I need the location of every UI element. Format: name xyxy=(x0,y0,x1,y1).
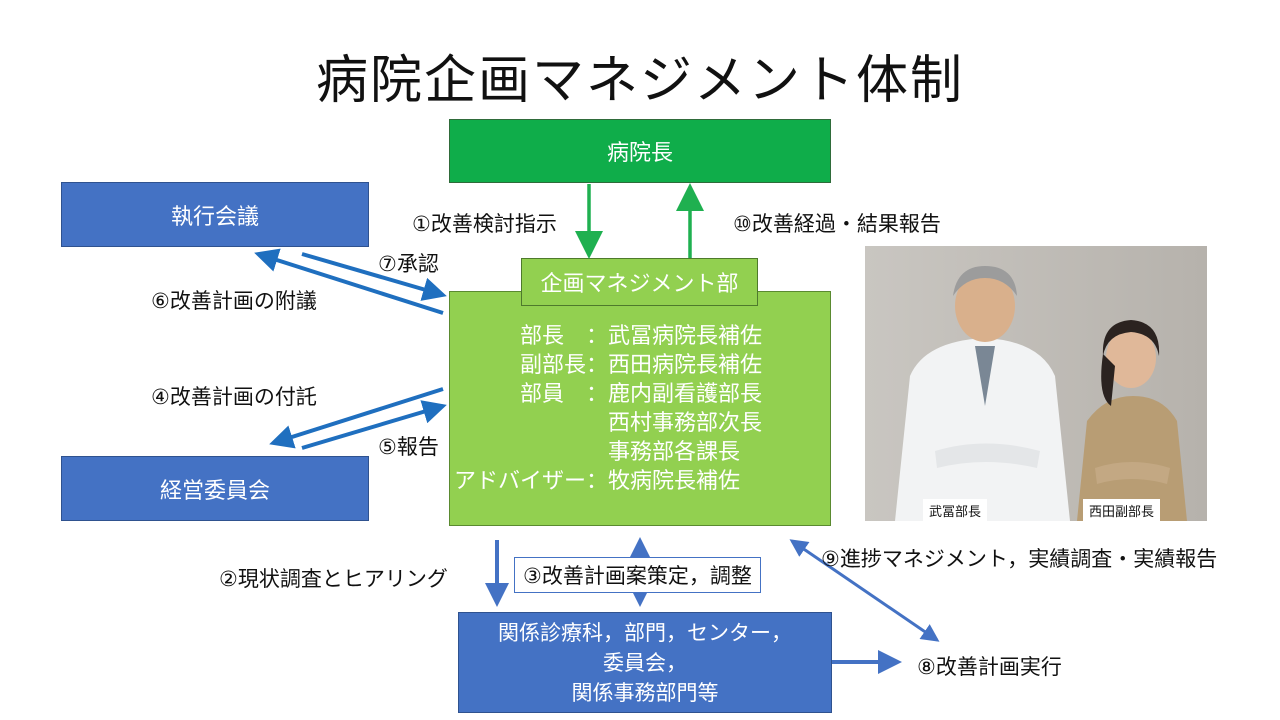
member-row: 部長 ：武冨病院長補佐 xyxy=(450,322,830,351)
member-role: 部長 ： xyxy=(519,324,608,349)
arrow-entrust xyxy=(269,387,444,449)
director-label: 病院長 xyxy=(606,141,673,166)
staff-photo: 武冨部長 西田副部長 xyxy=(865,246,1207,521)
departments-line: 関係事務部門等 xyxy=(571,680,719,705)
step-4-label: ④改善計画の付託 xyxy=(151,385,317,409)
member-row: 西村事務部次長 xyxy=(450,409,830,438)
step-2-label: ②現状調査とヒアリング xyxy=(219,567,448,591)
member-list: 部長 ：武冨病院長補佐 副部長：西田病院長補佐 部員 ：鹿内副看護部長 西村事務… xyxy=(450,322,830,496)
arrow-report xyxy=(301,400,447,450)
director-box: 病院長 xyxy=(449,119,831,183)
member-role: 副部長： xyxy=(519,353,608,378)
member-row: アドバイザー：牧病院長補佐 xyxy=(412,467,830,496)
member-name: 西村事務部次長 xyxy=(608,411,763,436)
caption-left: 武冨部長 xyxy=(923,499,988,521)
caption-right: 西田副部長 xyxy=(1083,499,1161,521)
member-name: 鹿内副看護部長 xyxy=(608,382,763,407)
management-committee-box: 経営委員会 xyxy=(61,456,369,521)
member-name: 西田病院長補佐 xyxy=(608,353,763,378)
member-row: 事務部各課長 xyxy=(450,438,830,467)
member-name: 事務部各課長 xyxy=(608,440,741,465)
step-6-label: ⑥改善計画の附議 xyxy=(151,289,317,313)
step-5-label: ⑤報告 xyxy=(378,435,439,459)
planning-dept-tab: 企画マネジメント部 xyxy=(521,258,758,306)
step-3-label: ③改善計画案策定，調整 xyxy=(514,557,761,593)
arrow-progress xyxy=(789,539,940,642)
step-1-label: ①改善検討指示 xyxy=(412,212,557,236)
arrow-approval xyxy=(301,252,447,301)
member-role: 部員 ： xyxy=(519,382,608,407)
step-10-label: ⑩改善経過・結果報告 xyxy=(733,212,941,236)
page-title: 病院企画マネジメント体制 xyxy=(315,51,964,111)
planning-dept-panel xyxy=(449,291,831,526)
planning-dept-label: 企画マネジメント部 xyxy=(540,272,739,297)
executive-meeting-box: 執行会議 xyxy=(61,182,369,247)
executive-meeting-label: 執行会議 xyxy=(170,204,259,230)
step-9-label: ⑨進捗マネジメント，実績調査・実績報告 xyxy=(821,547,1218,571)
step-8-label: ⑧改善計画実行 xyxy=(917,655,1062,679)
departments-line: 関係診療科，部門，センター， xyxy=(498,620,792,645)
management-committee-label: 経営委員会 xyxy=(159,478,270,504)
member-role: アドバイザー： xyxy=(453,469,608,494)
member-name: 武冨病院長補佐 xyxy=(608,324,763,349)
staff-photo-illustration xyxy=(865,246,1207,521)
departments-line: 委員会， xyxy=(603,650,687,675)
departments-box: 関係診療科，部門，センター， 委員会， 関係事務部門等 xyxy=(458,612,832,713)
member-row: 部員 ：鹿内副看護部長 xyxy=(450,380,830,409)
arrow-proposal xyxy=(254,248,444,315)
member-name: 牧病院長補佐 xyxy=(608,469,741,494)
member-row: 副部長：西田病院長補佐 xyxy=(450,351,830,380)
step-7-label: ⑦承認 xyxy=(378,252,439,276)
